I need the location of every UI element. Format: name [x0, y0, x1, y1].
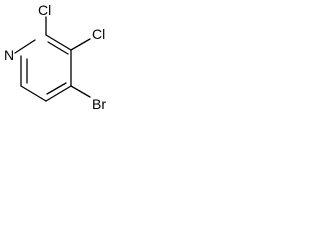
- chemical-structure: N Cl Cl Br: [4, 2, 106, 112]
- bond-c3-cl: [70, 38, 91, 51]
- chlorine-label-2: Cl: [38, 2, 51, 18]
- bond-c2-c3-double: [47, 41, 69, 55]
- chlorine-label-3: Cl: [92, 26, 105, 42]
- bond-c4-c5-double: [46, 82, 67, 95]
- nitrogen-label: N: [4, 47, 14, 63]
- bond-n1-c2: [14, 39, 36, 54]
- bromine-label: Br: [92, 96, 106, 112]
- bond-c2-c3: [45, 34, 72, 51]
- bond-c4-c5: [45, 85, 72, 102]
- bond-c4-br: [70, 85, 91, 98]
- bond-c5-c6: [20, 85, 47, 102]
